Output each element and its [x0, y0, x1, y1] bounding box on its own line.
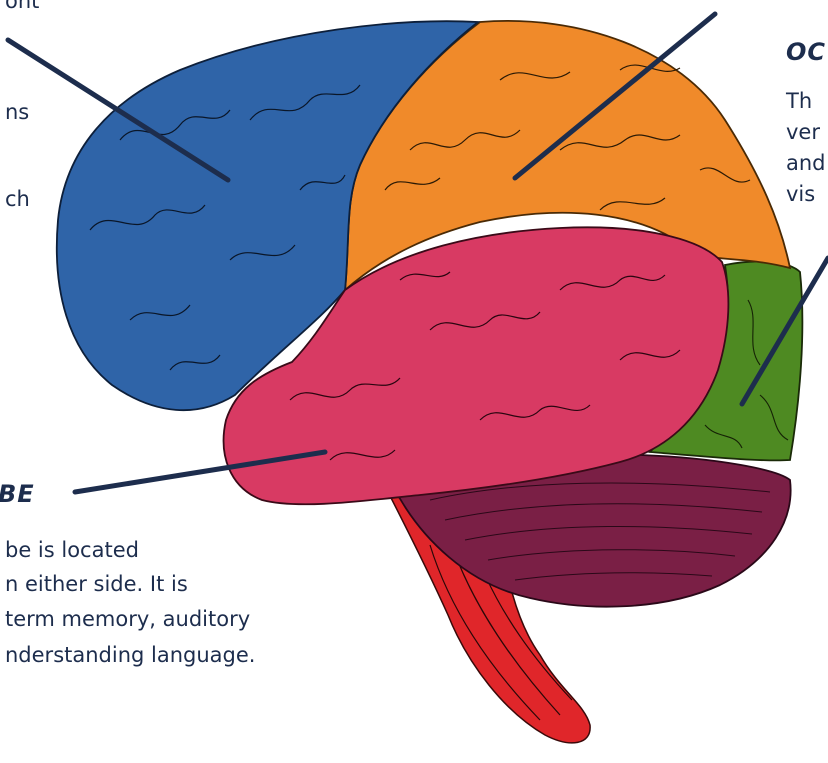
- occipital-text-line-1: Th: [786, 86, 812, 117]
- occipital-text-line-2: ver: [786, 117, 820, 148]
- temporal-text-line-1: be is located: [5, 535, 139, 566]
- frontal-text-line-1: ont: [5, 0, 39, 17]
- frontal-text-line-2: ns: [5, 97, 29, 128]
- temporal-text-line-2: n either side. It is: [5, 569, 188, 600]
- occipital-text-line-4: vis: [786, 179, 815, 210]
- temporal-heading: BE: [0, 480, 35, 508]
- occipital-text-line-3: and: [786, 148, 826, 179]
- frontal-text-line-3: ch: [5, 184, 30, 215]
- temporal-text-line-3: term memory, auditory: [5, 604, 250, 635]
- temporal-text-line-4: nderstanding language.: [5, 640, 255, 671]
- occipital-heading: OC: [786, 38, 826, 66]
